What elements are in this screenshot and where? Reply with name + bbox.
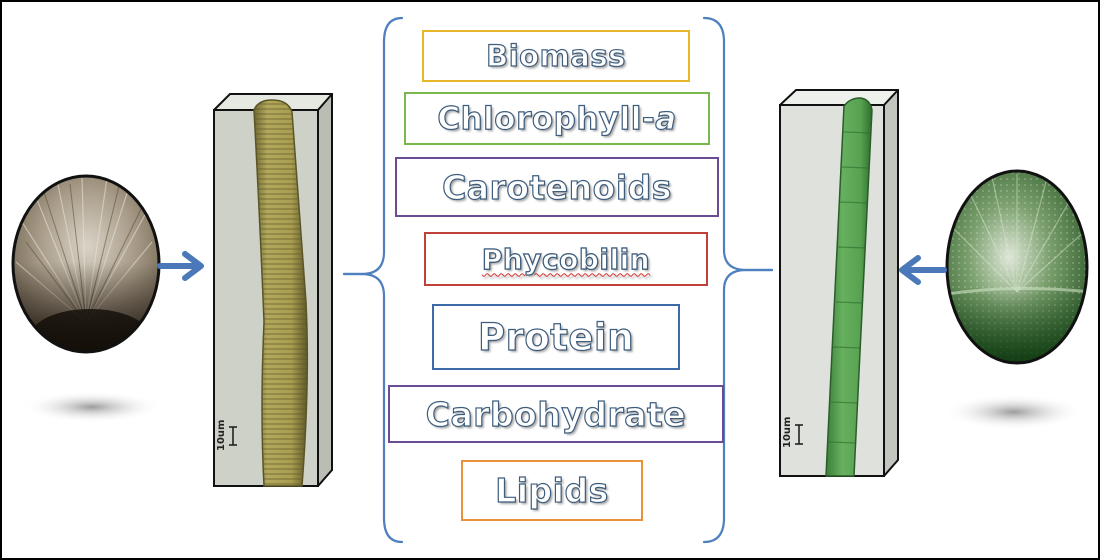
label-protein-text: Protein [477,315,635,359]
left-culture-shadow [22,391,162,423]
label-phycobilin: Phycobilin [424,232,708,286]
label-carbohydrate: Carbohydrate [388,385,724,443]
label-lipids-text: Lipids [495,470,609,510]
label-lipids: Lipids [461,460,643,521]
arrow-left-icon [899,255,947,285]
arrow-right-icon [157,251,204,281]
label-chlorophyll-a-text: Chlorophyll- [437,100,656,137]
label-carotenoids-text: Carotenoids [441,167,672,207]
label-protein: Protein [432,304,680,370]
label-carbohydrate-text: Carbohydrate [425,394,687,434]
curly-bracket [342,16,774,544]
right-scale-label: 10um [782,416,793,448]
right-culture-photo [945,169,1089,365]
left-culture-photo [11,174,161,354]
label-chlorophyll-a-suffix: a [655,100,677,137]
label-biomass: Biomass [422,30,690,82]
left-micrograph [213,93,333,487]
label-phycobilin-text: Phycobilin [481,242,651,276]
left-scale-label: 10um [216,419,227,451]
right-culture-shadow [944,394,1084,430]
label-carotenoids: Carotenoids [395,157,719,217]
label-biomass-text: Biomass [486,38,626,73]
label-chlorophyll-a: Chlorophyll-a [404,92,710,145]
right-micrograph [779,89,899,477]
